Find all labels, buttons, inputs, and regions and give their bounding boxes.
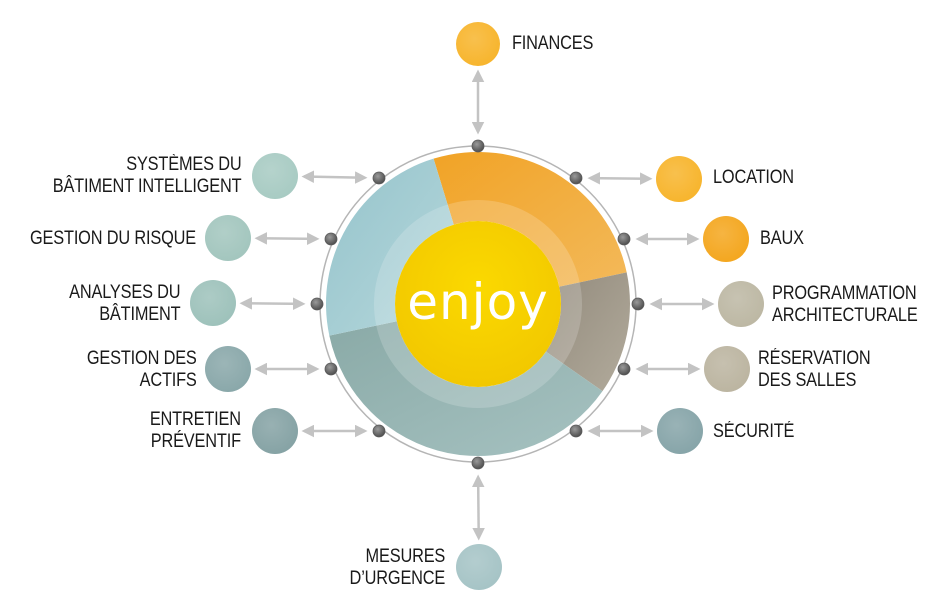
module-label-line: RÉSERVATION bbox=[758, 348, 871, 369]
module-label-line: ARCHITECTURALE bbox=[772, 305, 918, 326]
light-blue-segment bbox=[325, 158, 454, 336]
module-label-line: BÂTIMENT bbox=[98, 304, 180, 325]
module-label-line: FINANCES bbox=[512, 33, 594, 54]
module-bubble-securite[interactable] bbox=[657, 408, 703, 454]
module-label-location[interactable]: LOCATION bbox=[713, 167, 794, 189]
module-label-line: LOCATION bbox=[713, 167, 794, 188]
module-bubble-baux[interactable] bbox=[703, 216, 749, 262]
ring-node-baux bbox=[617, 232, 631, 246]
ring-node-systemes-du-batiment-intelligent bbox=[372, 171, 386, 185]
connector-arrow-location bbox=[587, 171, 653, 185]
module-label-line: PROGRAMMATION bbox=[772, 283, 917, 304]
taupe-segment bbox=[545, 272, 630, 392]
connector-arrow-analyses-du-batiment bbox=[239, 297, 306, 311]
module-label-line: ANALYSES DU bbox=[68, 282, 180, 303]
module-label-line: SYSTÈMES DU bbox=[125, 154, 241, 175]
module-bubble-gestion-du-risque[interactable] bbox=[205, 215, 251, 261]
ring-node-gestion-des-actifs bbox=[324, 362, 338, 376]
module-bubble-gestion-des-actifs[interactable] bbox=[205, 346, 251, 392]
ring-node-gestion-du-risque bbox=[324, 232, 338, 246]
module-bubble-finances[interactable] bbox=[456, 22, 500, 66]
connectors bbox=[239, 69, 715, 541]
module-label-securite[interactable]: SÉCURITÉ bbox=[713, 421, 794, 443]
connector-arrow-systemes-du-batiment-intelligent bbox=[301, 170, 368, 184]
ring-node-securite bbox=[569, 424, 583, 438]
module-bubbles bbox=[190, 22, 764, 590]
module-bubble-location[interactable] bbox=[656, 156, 702, 202]
module-label-line: GESTION DES bbox=[87, 348, 197, 369]
ring-node-finances bbox=[471, 139, 485, 153]
connector-arrow-mesures-d-urgence bbox=[471, 474, 485, 541]
ring-node-entretien-preventif bbox=[372, 424, 386, 438]
module-bubble-analyses-du-batiment[interactable] bbox=[190, 280, 236, 326]
module-label-line: SÉCURITÉ bbox=[713, 421, 795, 442]
module-label-baux[interactable]: BAUX bbox=[760, 228, 804, 250]
module-bubble-mesures-d-urgence[interactable] bbox=[456, 544, 502, 590]
module-label-line: DES SALLES bbox=[758, 370, 857, 391]
ring-node-location bbox=[569, 171, 583, 185]
module-label-line: D’URGENCE bbox=[349, 568, 445, 589]
module-label-line: GESTION DU RISQUE bbox=[30, 228, 196, 249]
module-label-gestion-du-risque[interactable]: GESTION DU RISQUE bbox=[30, 228, 196, 250]
orange-segment bbox=[433, 152, 627, 287]
pie-segments bbox=[325, 152, 630, 456]
module-label-finances[interactable]: FINANCES bbox=[512, 33, 593, 55]
module-bubble-systemes-du-batiment-intelligent[interactable] bbox=[252, 153, 298, 199]
ring-node-analyses-du-batiment bbox=[310, 297, 324, 311]
module-label-line: PRÉVENTIF bbox=[150, 431, 241, 452]
center-circle bbox=[395, 221, 561, 387]
module-label-line: ENTRETIEN bbox=[149, 409, 241, 430]
enjoy-logo-text: enjoy bbox=[407, 273, 549, 331]
connector-arrow-gestion-du-risque bbox=[254, 232, 320, 246]
ring-node-reservation-des-salles bbox=[617, 362, 631, 376]
module-label-line: BAUX bbox=[760, 228, 804, 249]
module-label-line: ACTIFS bbox=[139, 370, 197, 391]
ring-nodes bbox=[310, 139, 645, 470]
ring-node-programmation-architecturale bbox=[631, 297, 645, 311]
module-label-line: MESURES bbox=[365, 546, 445, 567]
module-bubble-programmation-architecturale[interactable] bbox=[718, 281, 764, 327]
module-bubble-entretien-preventif[interactable] bbox=[252, 408, 298, 454]
teal-segment bbox=[329, 321, 603, 456]
ring-node-mesures-d-urgence bbox=[471, 456, 485, 470]
module-label-line: BÂTIMENT INTELLIGENT bbox=[52, 176, 241, 197]
module-bubble-reservation-des-salles[interactable] bbox=[704, 346, 750, 392]
